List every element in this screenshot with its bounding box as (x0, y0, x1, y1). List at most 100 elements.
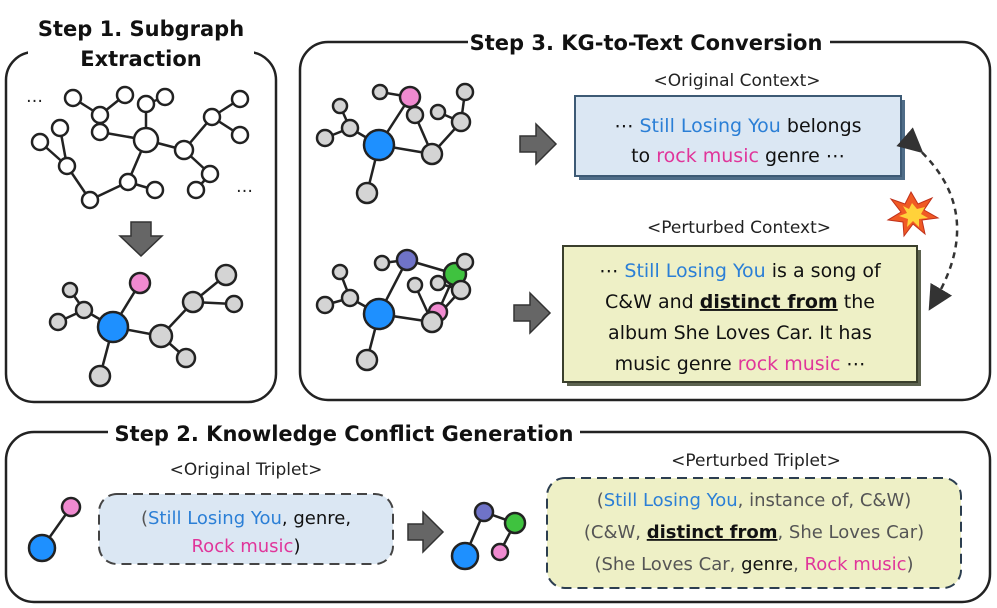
graph-node (420, 310, 444, 334)
perturbed-triplet-line2: (C&W, distinct from, She Loves Car) (584, 522, 924, 543)
anchor-node (450, 541, 480, 571)
graph-node (186, 180, 206, 200)
anchor-node (27, 533, 57, 563)
graph-node (80, 190, 100, 210)
graph-node (315, 128, 335, 148)
anchor-node (362, 128, 396, 162)
graph-node (173, 139, 195, 161)
graph-node (90, 105, 110, 125)
dashed-double-arrow-icon (896, 127, 959, 311)
original-triplet-line2: Rock music) (191, 536, 300, 557)
step2-title: Step 2. Knowledge Conflict Generation (115, 422, 574, 446)
graph-node (224, 294, 244, 314)
perturbed-triplet-line3: (She Loves Car, genre, Rock music) (594, 554, 913, 575)
conflict-node (473, 501, 495, 523)
graph-node (355, 181, 379, 205)
step3-title: Step 3. KG-to-Text Conversion (470, 31, 823, 55)
original-context: <Original Context> ⋯ Still Losing You be… (574, 71, 905, 180)
tail-node (60, 496, 82, 518)
graph-node (450, 111, 472, 133)
perturbed-context-line3: album She Loves Car. It has (608, 322, 872, 344)
original-triplet-line1: (Still Losing You, genre, (141, 508, 351, 529)
step1-title-line2: Extraction (80, 47, 202, 71)
graph-node (340, 288, 360, 308)
original-context-label: <Original Context> (653, 71, 820, 91)
extracted-subgraph-nodes (48, 263, 244, 388)
original-triplet-box (98, 493, 394, 565)
graph-node (115, 85, 135, 105)
graph-node (331, 263, 349, 281)
graph-node (230, 125, 250, 145)
graph-node (50, 118, 70, 138)
perturbed-triplet-graph (450, 501, 527, 571)
graph-node (450, 279, 472, 301)
step3-perturbed-graph-nodes (315, 248, 475, 372)
graph-node (200, 164, 220, 184)
graph-node (420, 142, 444, 166)
graph-node (63, 88, 83, 108)
perturbed-context-line4: music genre rock music ⋯ (615, 353, 866, 375)
graph-node (315, 295, 335, 315)
perturbed-context-line1: ⋯ Still Losing You is a song of (599, 260, 882, 282)
perturbed-triplet-box (546, 477, 962, 589)
graph-node (30, 132, 50, 152)
perturbed-context: <Perturbed Context> ⋯ Still Losing You i… (562, 218, 921, 386)
tail-node (398, 85, 422, 109)
graph-node (90, 122, 110, 142)
tail-node (128, 271, 152, 295)
original-context-line1: ⋯ Still Losing You belongs (614, 115, 861, 137)
graph-node (118, 172, 138, 192)
graph-node (406, 276, 424, 294)
graph-node (148, 323, 174, 349)
graph-node (405, 105, 425, 125)
graph-node (202, 107, 222, 127)
original-context-line2: to rock music genre ⋯ (631, 145, 845, 167)
graph-node (175, 347, 197, 369)
graph-node (331, 97, 349, 115)
graph-node (181, 290, 205, 314)
ellipsis-bottom: … (236, 177, 253, 197)
step1-title-line1: Step 1. Subgraph (38, 17, 244, 41)
arrow-down-icon (118, 221, 164, 258)
graph-node (132, 126, 160, 154)
original-triplet-label: <Original Triplet> (170, 460, 323, 480)
original-triplet-graph (27, 496, 82, 563)
perturbed-context-line2: C&W and distinct from the (605, 291, 875, 313)
step3-original-graph-nodes (315, 82, 475, 205)
arrow-right-icon (407, 510, 445, 554)
perturbed-triplet-line1: (Still Losing You, instance of, C&W) (597, 490, 912, 511)
collision-icon (886, 190, 940, 238)
graph-node (57, 156, 77, 176)
perturbed-triplet: <Perturbed Triplet> (Still Losing You, i… (546, 451, 962, 589)
graph-node (136, 94, 156, 114)
ellipsis-top: … (26, 87, 43, 107)
graph-node (74, 300, 94, 320)
arrow-right-icon (519, 122, 558, 166)
graph-node (373, 254, 391, 272)
perturbed-context-label: <Perturbed Context> (647, 218, 831, 238)
graph-node (145, 180, 165, 200)
perturbed-triplet-label: <Perturbed Triplet> (671, 451, 841, 471)
conflict-node (395, 248, 419, 272)
graph-node (48, 312, 68, 332)
perturbed-context-box (562, 245, 918, 383)
graph-node (214, 263, 238, 287)
graph-node (429, 103, 447, 121)
graph-node (88, 364, 112, 388)
tail-node (490, 542, 510, 562)
anchor-node (96, 310, 130, 344)
graph-node (355, 348, 379, 372)
graph-node (340, 118, 360, 138)
full-graph-nodes (30, 85, 250, 210)
graph-node (455, 252, 475, 272)
arrow-right-icon (513, 291, 552, 335)
graph-node (371, 83, 389, 101)
graph-node (230, 89, 250, 109)
conflict-node (503, 511, 527, 535)
graph-node (429, 274, 447, 292)
anchor-node (362, 297, 396, 331)
step1-panel: Step 1. Subgraph Extraction … … (4, 8, 278, 404)
graph-node (61, 281, 79, 299)
graph-node (155, 87, 175, 107)
